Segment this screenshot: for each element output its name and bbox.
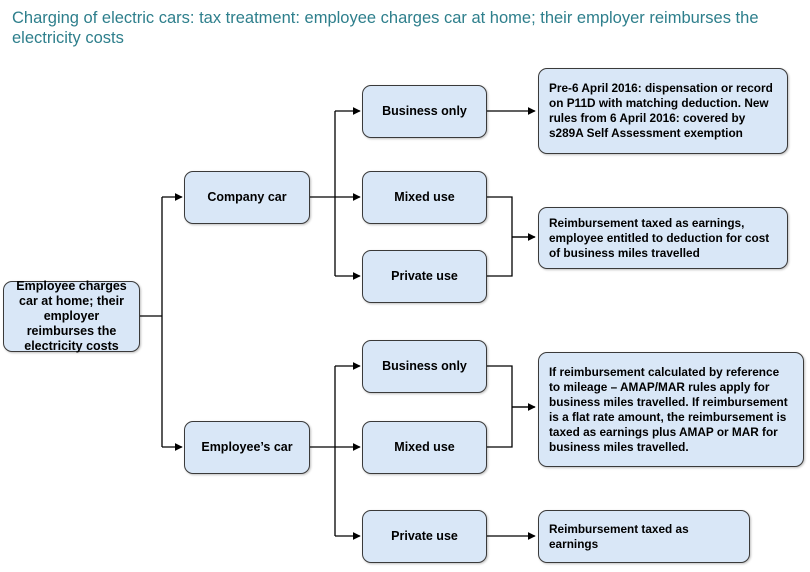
employee-private-use-label: Private use — [391, 529, 458, 543]
company-car-label: Company car — [207, 190, 287, 204]
outcome-company-mixed-private: Reimbursement taxed as earnings, employe… — [538, 207, 788, 269]
outcome-employee-private: Reimbursement taxed as earnings — [538, 510, 750, 563]
connector-company-trunk — [310, 111, 336, 276]
employee-mixed-use-node: Mixed use — [362, 421, 487, 474]
outcome-company-business: Pre-6 April 2016: dispensation or record… — [538, 68, 788, 154]
outcome-employee-business-mixed: If reimbursement calculated by reference… — [538, 352, 804, 467]
employee-car-node: Employee’s car — [184, 421, 310, 474]
company-mixed-use-node: Mixed use — [362, 171, 487, 224]
root-node: Employee charges car at home; their empl… — [3, 279, 140, 353]
employee-business-only-label: Business only — [382, 359, 467, 373]
connector-root-trunk — [140, 197, 163, 447]
outcome-employee-business-mixed-text: If reimbursement calculated by reference… — [549, 364, 788, 454]
page-title: Charging of electric cars: tax treatment… — [12, 9, 759, 47]
company-private-use-node: Private use — [362, 250, 487, 303]
employee-mixed-use-label: Mixed use — [394, 440, 455, 454]
connector-employee-trunk — [310, 366, 336, 536]
company-business-only-label: Business only — [382, 104, 467, 118]
root-node-label: Employee charges car at home; their empl… — [16, 279, 127, 353]
company-car-node: Company car — [184, 171, 310, 224]
outcome-employee-private-text: Reimbursement taxed as earnings — [549, 521, 689, 551]
company-mixed-use-label: Mixed use — [394, 190, 455, 204]
employee-car-label: Employee’s car — [201, 440, 293, 454]
outcome-company-mixed-private-text: Reimbursement taxed as earnings, employe… — [549, 215, 770, 260]
employee-business-only-node: Business only — [362, 340, 487, 393]
employee-private-use-node: Private use — [362, 510, 487, 563]
company-business-only-node: Business only — [362, 85, 487, 138]
company-private-use-label: Private use — [391, 269, 458, 283]
outcome-company-business-text: Pre-6 April 2016: dispensation or record… — [549, 81, 773, 140]
